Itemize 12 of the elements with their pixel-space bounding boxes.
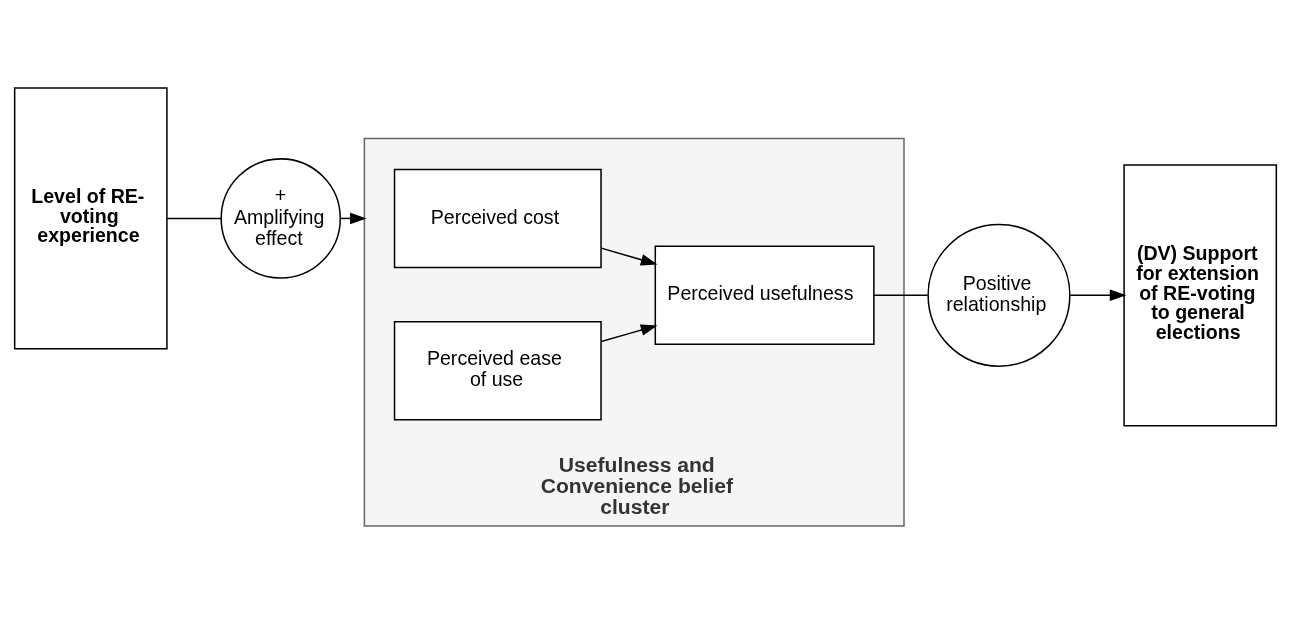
node-box: Perceived ease of use <box>393 320 602 421</box>
arrow <box>600 324 658 343</box>
arrow <box>600 247 658 266</box>
node-box: Level of RE-voting experience <box>13 87 168 350</box>
node-circle: Positive relationship <box>927 223 1071 367</box>
node-box: Perceived usefulness <box>654 245 875 346</box>
arrow <box>1069 289 1127 302</box>
connector <box>873 294 929 297</box>
node-circle: + Amplifying effect <box>220 158 341 279</box>
connector <box>166 217 222 220</box>
node-box: (DV) Support for extension of RE-voting to general elections <box>1123 164 1278 427</box>
node-box: Perceived cost <box>393 168 602 269</box>
